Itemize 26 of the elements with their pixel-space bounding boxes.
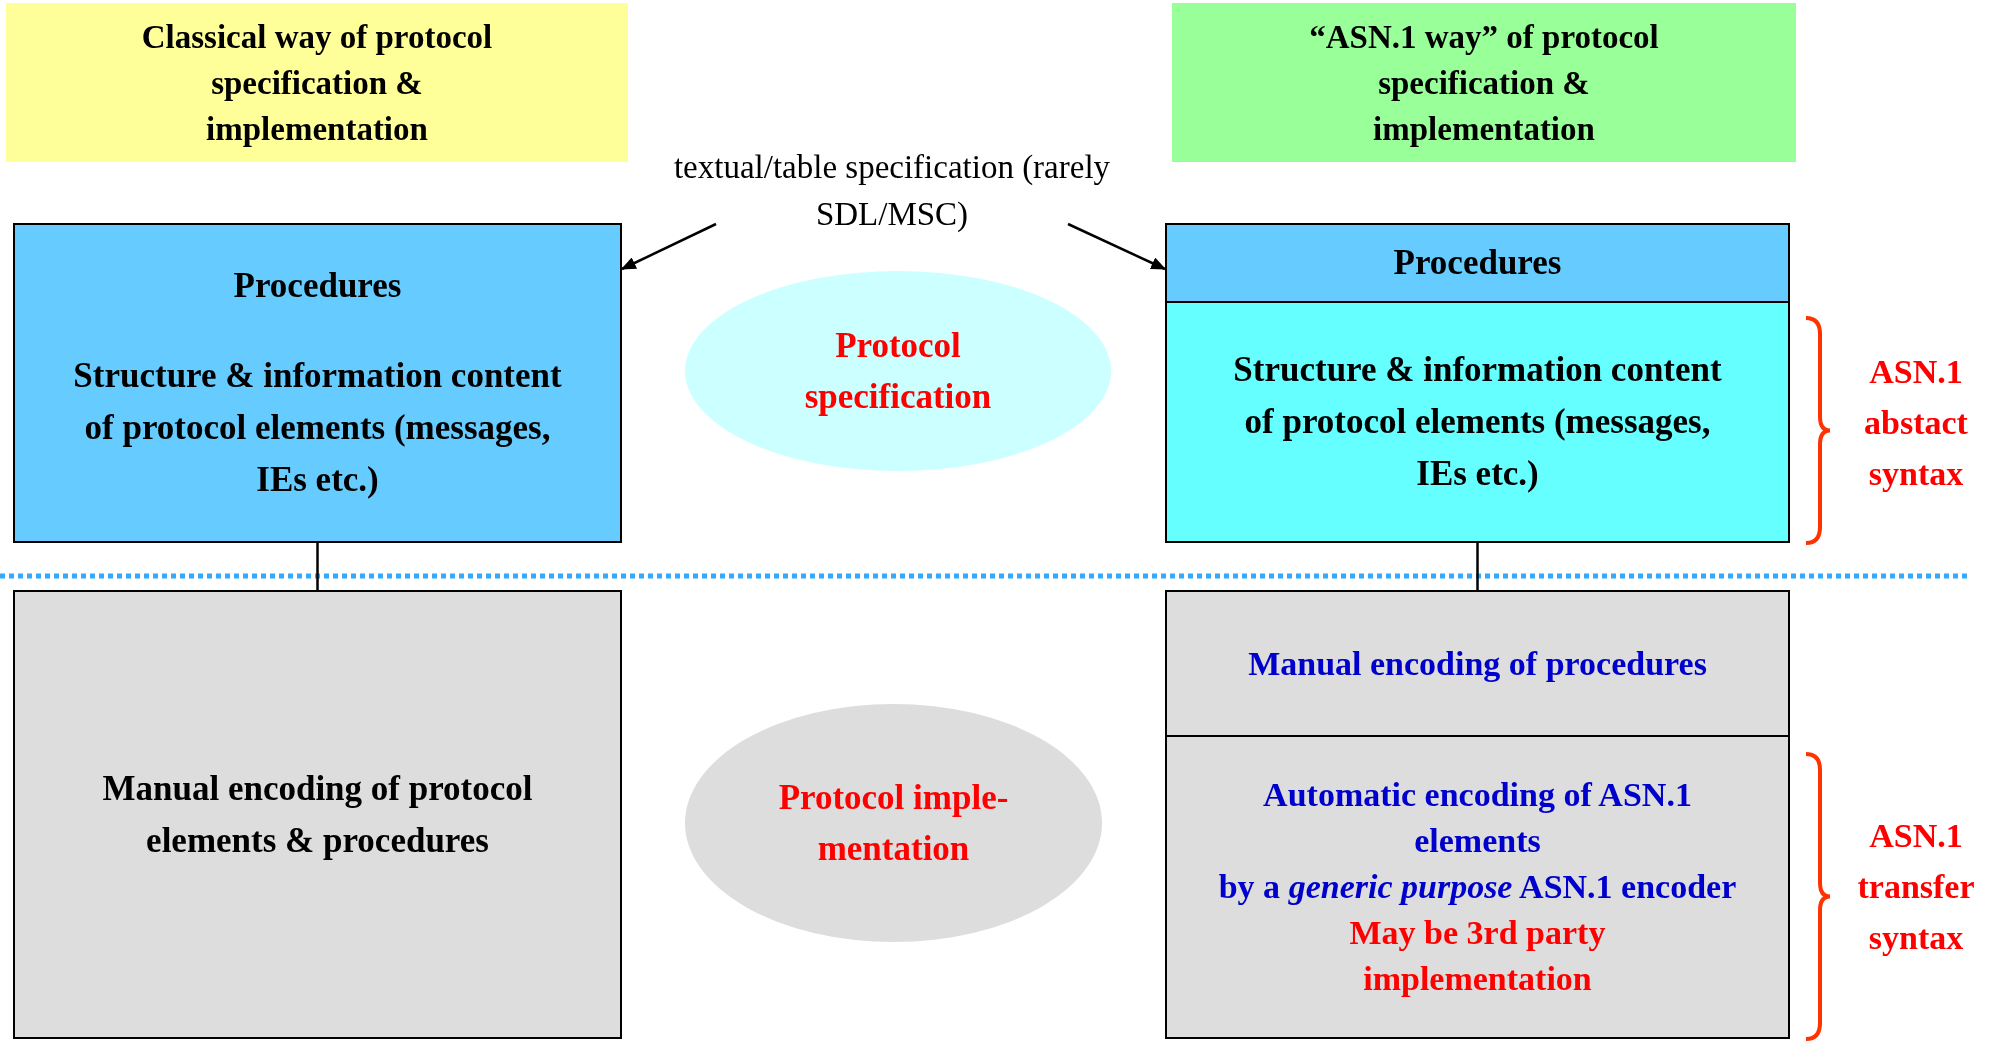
- connector-line: [316, 543, 319, 590]
- process-box: [13, 590, 622, 1039]
- connector-line: [1476, 543, 1479, 590]
- node-text: Protocol imple- mentation: [777, 777, 1010, 870]
- node-text: “ASN.1 way” of protocol specification & implementation: [1308, 17, 1660, 149]
- node-text: Protocol specification: [803, 325, 993, 418]
- arrow: [1067, 222, 1167, 271]
- brace-label: ASN.1 transfer syntax: [1856, 816, 1976, 958]
- header-box: [6, 3, 628, 162]
- header-box: [1172, 3, 1796, 162]
- process-box: [1165, 590, 1790, 737]
- node-text: Manual encoding of protocol elements & procedures: [101, 767, 534, 862]
- process-box: [1165, 223, 1790, 303]
- node-text: Manual encoding of procedures: [1248, 643, 1707, 684]
- node-text: by a generic purpose ASN.1 encoder: [1218, 867, 1737, 907]
- node-text: Classical way of protocol specification & implementation: [140, 17, 494, 149]
- node-text: Structure & information content of protocol elements (messages, IEs etc.): [72, 355, 563, 501]
- node-text: textual/table specification (rarely SDL/MSC): [672, 148, 1112, 234]
- process-box: [13, 223, 622, 543]
- node-text: Procedures: [233, 265, 402, 307]
- brace-label: ASN.1 abstact syntax: [1863, 352, 1969, 494]
- node-text: Structure & information content of protocol elements (messages, IEs etc.): [1232, 349, 1723, 495]
- node-text: Procedures: [1393, 242, 1562, 284]
- process-box: [1165, 301, 1790, 543]
- process-box: [1165, 735, 1790, 1039]
- node-text: May be 3rd party implementation: [1348, 913, 1607, 999]
